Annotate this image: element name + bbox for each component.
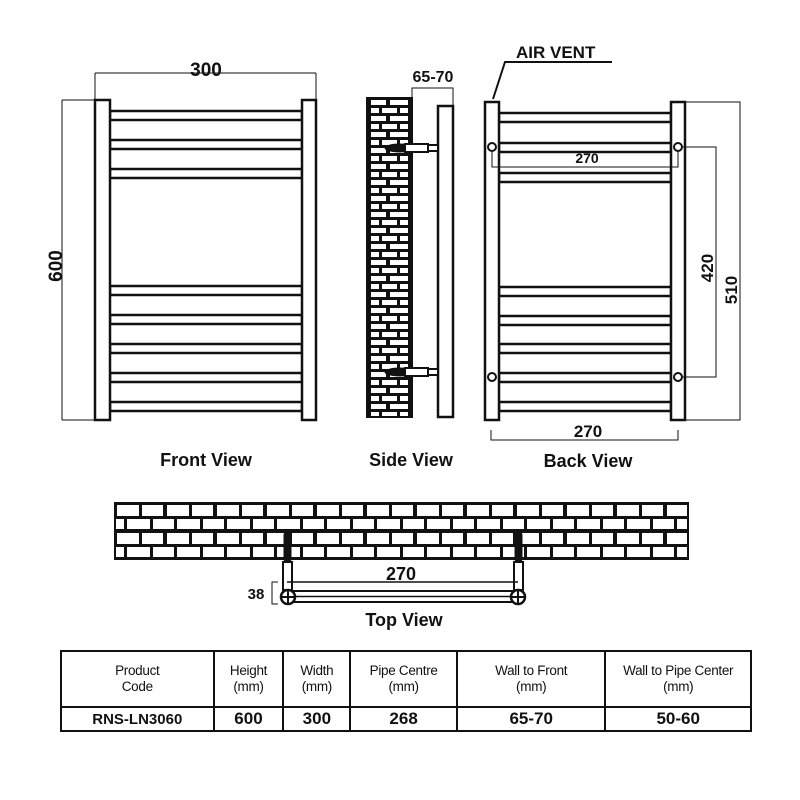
wall-top: [114, 502, 689, 560]
pipe-hole-icon: [673, 372, 683, 382]
header-width: Width(mm): [282, 650, 352, 708]
lower-valve: [384, 367, 439, 377]
pipe-hole-icon: [487, 142, 497, 152]
back-pipe-dim-420: 420: [698, 254, 717, 282]
rail-bar: [497, 111, 673, 124]
side-depth-dim: 65-70: [413, 69, 454, 86]
cell-wall-to-pipe-center: 50-60: [604, 706, 752, 732]
cell-height: 600: [212, 706, 285, 732]
pipe-hole-icon: [487, 372, 497, 382]
back-pipe-dim-510: 510: [722, 276, 741, 304]
back-inner-width-dim: 270: [575, 150, 599, 166]
cell-wall-to-front: 65-70: [455, 706, 607, 732]
back-view: [483, 100, 687, 422]
pipe-hole-icon: [673, 142, 683, 152]
rail-bar: [497, 314, 673, 327]
radiator-rail-side: [436, 104, 455, 419]
top-width-dim: 270: [386, 564, 416, 584]
rail-bar: [497, 400, 673, 413]
table-row: RNS-LN3060 600 300 268 65-70 50-60: [60, 706, 752, 732]
rail-bar: [497, 285, 673, 298]
header-pipe-centre: Pipe Centre(mm): [349, 650, 458, 708]
front-view: [61, 72, 318, 422]
top-view: [114, 502, 689, 606]
back-view-label: Back View: [544, 451, 634, 471]
header-wall-to-front: Wall to Front(mm): [455, 650, 607, 708]
rail-bar: [108, 371, 304, 384]
upper-valve: [384, 143, 439, 153]
side-view: [366, 87, 455, 419]
front-width-dim: 300: [190, 60, 222, 81]
back-bottom-width-dim: 270: [574, 422, 602, 441]
cell-width: 300: [282, 706, 352, 732]
header-height: Height(mm): [212, 650, 285, 708]
right-rail: [300, 98, 318, 422]
air-vent-label: AIR VENT: [516, 43, 596, 62]
front-height-dim: 600: [46, 250, 67, 282]
rail-bar: [108, 109, 304, 122]
cell-product-code: RNS-LN3060: [60, 706, 215, 732]
rail-bar: [108, 284, 304, 297]
side-view-label: Side View: [369, 450, 454, 470]
rail-bar: [108, 400, 304, 413]
rail-bar: [108, 167, 304, 180]
front-view-label: Front View: [160, 450, 253, 470]
rail-bar: [108, 138, 304, 151]
top-view-label: Top View: [365, 610, 443, 630]
rail-bar: [497, 371, 673, 384]
left-valve: [282, 531, 293, 591]
rail-bar: [108, 342, 304, 355]
rail-bar: [497, 171, 673, 184]
left-rail: [483, 100, 501, 422]
left-rail: [93, 98, 112, 422]
cell-pipe-centre: 268: [349, 706, 458, 732]
top-depth-dim: 38: [248, 586, 265, 603]
rail-bar: [497, 342, 673, 355]
header-wall-to-pipe-center: Wall to Pipe Center(mm): [604, 650, 752, 708]
pipe-connections: [487, 61, 741, 441]
right-rail: [669, 100, 687, 422]
rail-bar: [108, 313, 304, 326]
